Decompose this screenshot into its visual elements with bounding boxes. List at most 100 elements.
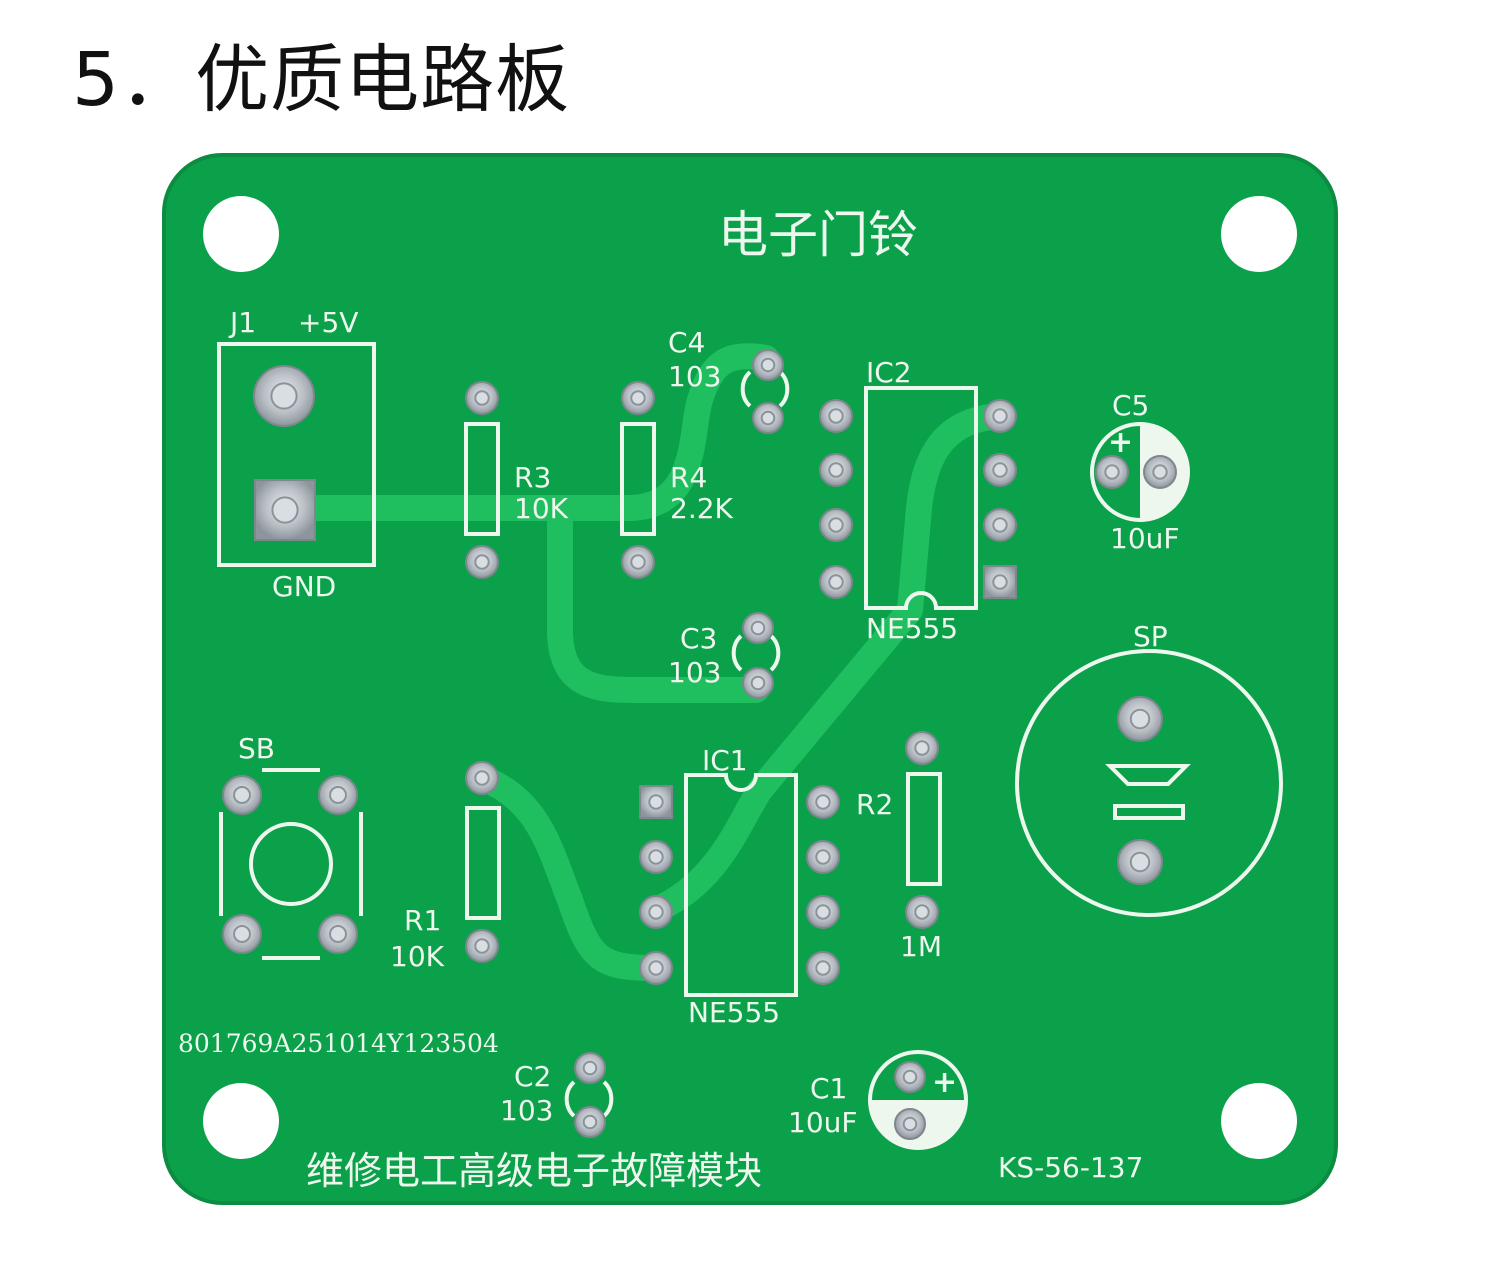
pad-hole [1104,464,1120,480]
label-ic2: IC2 [866,356,912,389]
mounting-hole [203,1083,279,1159]
part-code: KS-56-137 [998,1151,1143,1184]
label-r3: R3 [514,461,551,494]
label-gnd: GND [272,570,336,603]
pad-hole [992,574,1008,590]
trace-r4-c4 [615,343,779,521]
pad-hole [474,390,490,406]
solder-pads [222,349,1177,1140]
pad-hole [1129,708,1151,730]
label-c3-value: 103 [668,656,721,689]
label-sb: SB [238,732,275,765]
pad-hole [815,960,831,976]
ic1-outline [684,773,798,997]
pad-hole [648,960,664,976]
pad-hole [902,1069,918,1085]
board-footer: 维修电工高级电子故障模块 [306,1149,762,1193]
pad-hole [828,408,844,424]
speaker-cone [1105,764,1191,786]
label-ic1-value: NE555 [688,996,780,1029]
pad-hole [648,904,664,920]
solder-pad-square [254,479,316,541]
c3-bracket [731,634,781,672]
pad-hole [750,620,766,636]
pad-hole [582,1114,598,1130]
speaker-symbol [1113,804,1185,820]
pad-hole [648,849,664,865]
serial-number: 801769A251014Y123504 [178,1029,499,1058]
pad-hole [233,925,251,943]
mounting-holes [203,196,1297,1159]
sb-button-outline [249,822,333,906]
trace-r3-c3 [547,499,769,703]
label-c5: C5 [1112,389,1149,422]
pad-hole [630,554,646,570]
trace-ic1-ic2 [647,403,1013,921]
label-c1-plus: + [932,1065,957,1100]
label-c1-value: 10uF [788,1106,857,1139]
pad-hole [1129,851,1151,873]
pad-hole [992,462,1008,478]
c4-bracket [740,370,790,408]
pad-hole [474,938,490,954]
label-r2-value: 1M [900,930,942,963]
pad-hole [233,786,251,804]
r4-outline [620,422,656,536]
pad-hole [750,675,766,691]
pad-hole [914,904,930,920]
r1-outline [465,806,501,920]
r3-outline [464,422,500,536]
label-c1: C1 [810,1072,847,1105]
label-c4-value: 103 [668,360,721,393]
copper-traces [305,343,1013,981]
pad-hole [1152,464,1168,480]
pad-hole [648,794,664,810]
label-r1-value: 10K [390,940,445,973]
pad-hole [329,786,347,804]
label-c2-value: 103 [500,1094,553,1127]
pad-hole [270,382,298,410]
label-c2: C2 [514,1060,551,1093]
pad-hole [992,517,1008,533]
label-sp: SP [1133,620,1168,653]
pad-hole [828,574,844,590]
pad-hole [474,770,490,786]
label-c4: C4 [668,326,705,359]
label-plus5v: +5V [298,306,358,339]
pad-hole [329,925,347,943]
pad-hole [474,554,490,570]
mounting-hole [1221,196,1297,272]
label-c3: C3 [680,622,717,655]
pad-hole [630,390,646,406]
pad-hole [271,496,299,524]
pad-hole [815,849,831,865]
pad-hole [828,462,844,478]
pad-hole [902,1116,918,1132]
pad-hole [760,410,776,426]
label-r4: R4 [670,461,707,494]
label-r4-value: 2.2K [670,492,734,525]
solder-pad-square [639,785,673,819]
label-ic1: IC1 [702,744,748,777]
page-heading: 5．优质电路板 [72,37,571,123]
mounting-hole [1221,1083,1297,1159]
c2-bracket [564,1080,614,1118]
pad-hole [914,740,930,756]
label-r2: R2 [856,788,893,821]
sp-outline [1015,649,1283,917]
pad-hole [992,408,1008,424]
pad-hole [815,904,831,920]
label-c5-value: 10uF [1110,522,1179,555]
label-r3-value: 10K [514,492,569,525]
mounting-hole [203,196,279,272]
pad-hole [760,357,776,373]
pad-hole [582,1060,598,1076]
label-c5-plus: + [1108,425,1133,460]
ic2-outline [864,386,978,610]
pad-hole [828,517,844,533]
label-r1: R1 [404,904,441,937]
r2-outline [906,772,942,886]
pad-hole [815,794,831,810]
silkscreen-labels: 电子门铃 J1 +5V GND R3 10K R4 2.2K C4 103 IC… [178,206,1179,1193]
